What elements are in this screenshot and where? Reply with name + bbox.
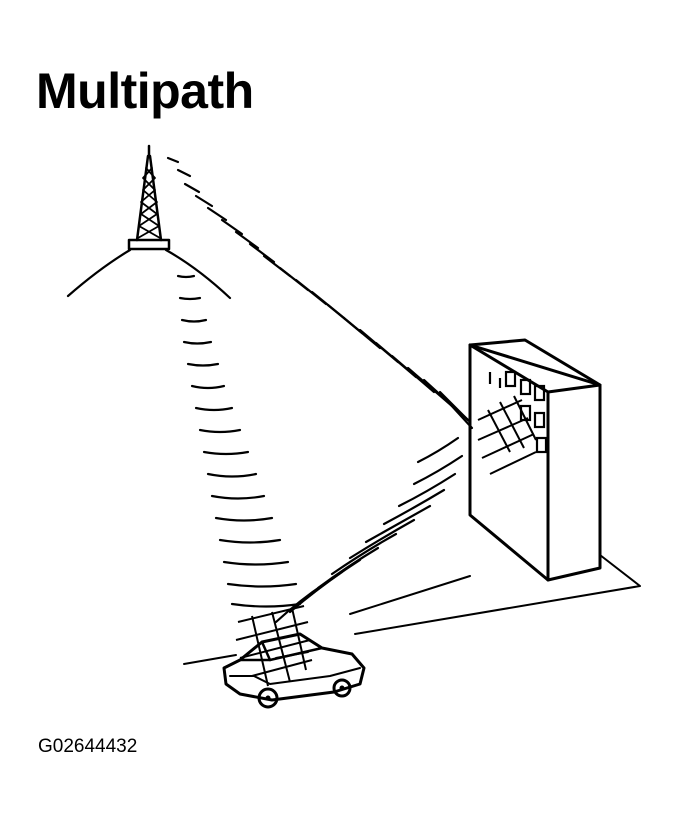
radio-waves-direct xyxy=(176,274,302,608)
diagram-title: Multipath xyxy=(36,63,254,119)
transmission-tower xyxy=(127,144,171,251)
radio-waves-to-building xyxy=(166,156,474,430)
hill xyxy=(66,248,232,300)
radio-waves-reflected xyxy=(274,436,464,624)
figure-code: G02644432 xyxy=(38,736,138,757)
car xyxy=(222,605,366,709)
car-wave-grid xyxy=(235,605,313,687)
ground xyxy=(183,554,641,665)
building xyxy=(468,338,602,582)
building-wave-grid xyxy=(477,395,537,475)
